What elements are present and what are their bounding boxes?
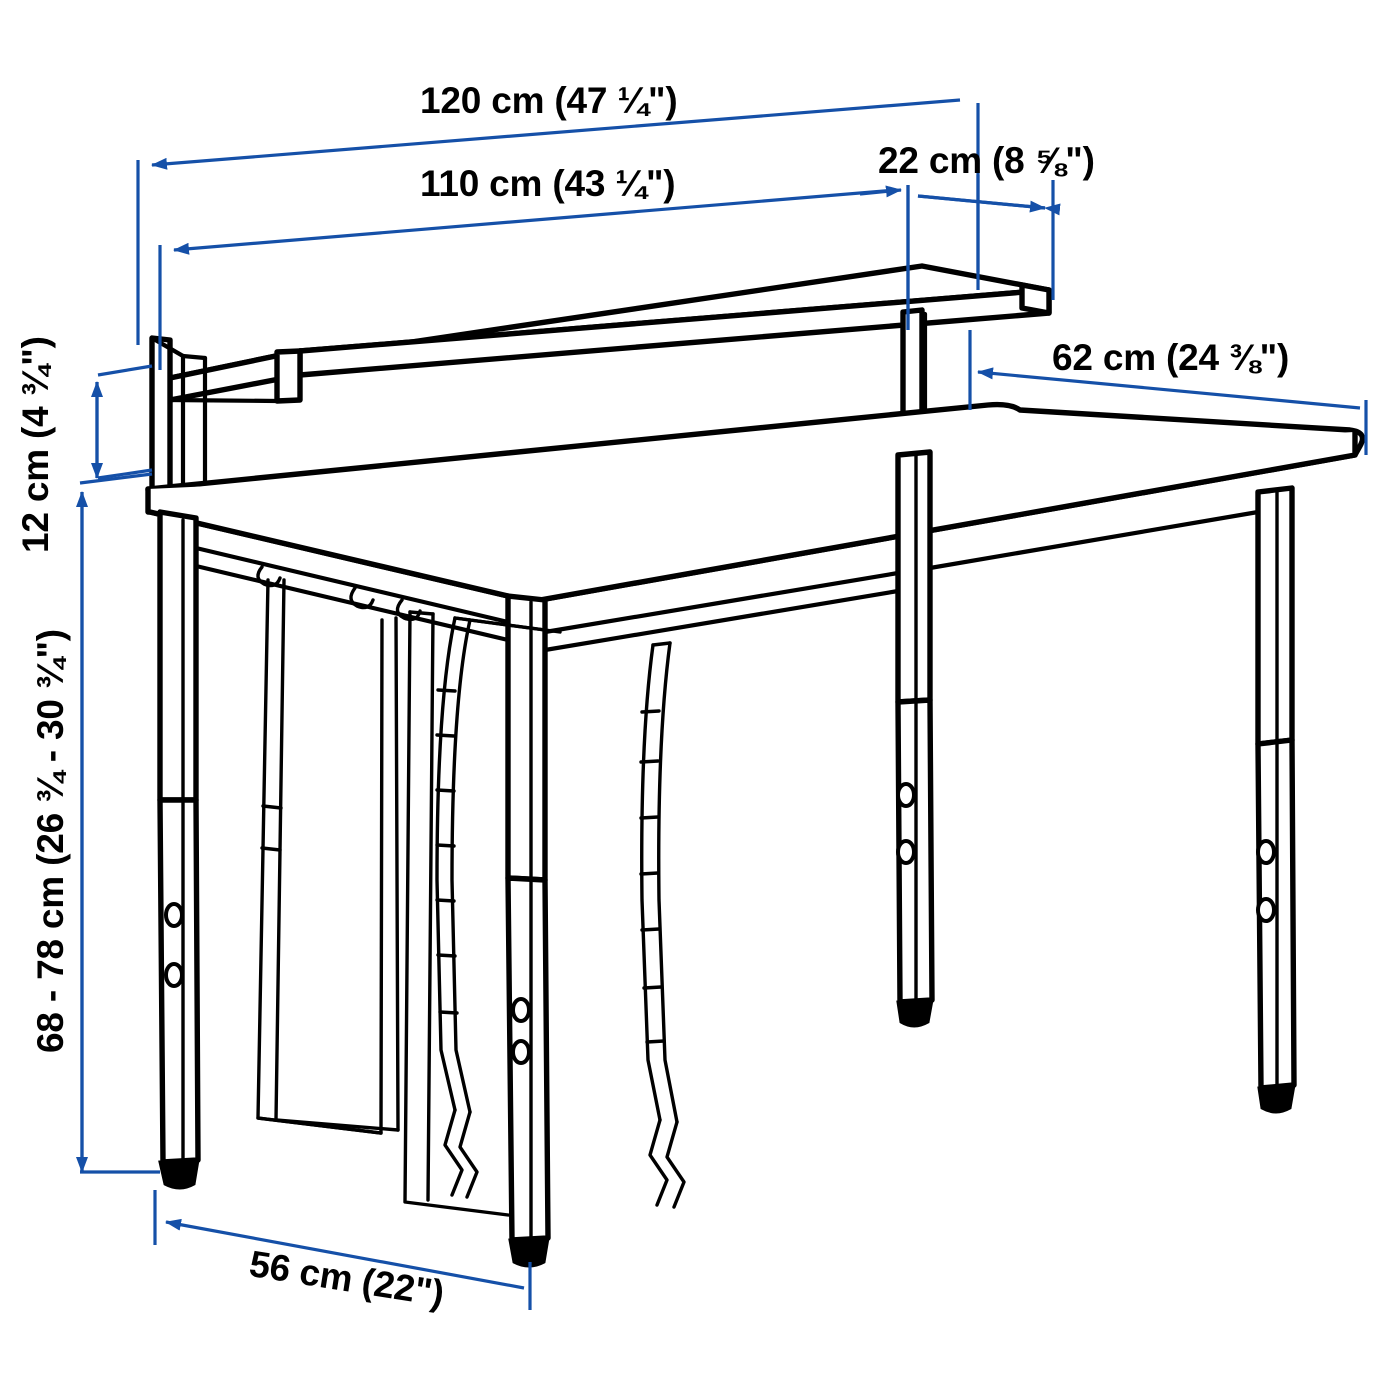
cable-management-hooks [256, 565, 422, 622]
desk-leg-back-left [157, 509, 201, 1190]
dimension-desk-depth [968, 330, 1368, 455]
dimension-shelf-height [91, 364, 153, 480]
dimension-label-shelf-height: 12 cm (4 ¾") [15, 336, 56, 553]
dimension-label-desk-height: 68 - 78 cm (26 ¾ - 30 ¾") [30, 629, 71, 1053]
desk-leg-back-right [895, 449, 935, 1028]
desk-table-top [145, 401, 1366, 605]
dimension-shelf-overhang [859, 175, 1061, 330]
dimension-desk-height [76, 472, 160, 1174]
under-desk-rail [193, 509, 1261, 653]
cable-management-straps [256, 578, 686, 1217]
top-shelf-panel [167, 263, 1052, 404]
dimension-label-desk-depth: 62 cm (24 ⅜") [1052, 337, 1290, 378]
dimension-label-shelf-width: 120 cm (47 ¼") [420, 80, 678, 121]
desk-leg-front-left [505, 593, 551, 1268]
strap-notches-right [639, 709, 666, 1044]
strap-notches-center [435, 688, 459, 1015]
desk-leg-front-right [1255, 485, 1297, 1114]
dimension-label-shelf-overhang: 22 cm (8 ⅝") [878, 140, 1095, 181]
dimension-leg-depth [153, 1190, 532, 1310]
dimension-label-desk-width: 110 cm (43 ¼") [420, 163, 676, 204]
